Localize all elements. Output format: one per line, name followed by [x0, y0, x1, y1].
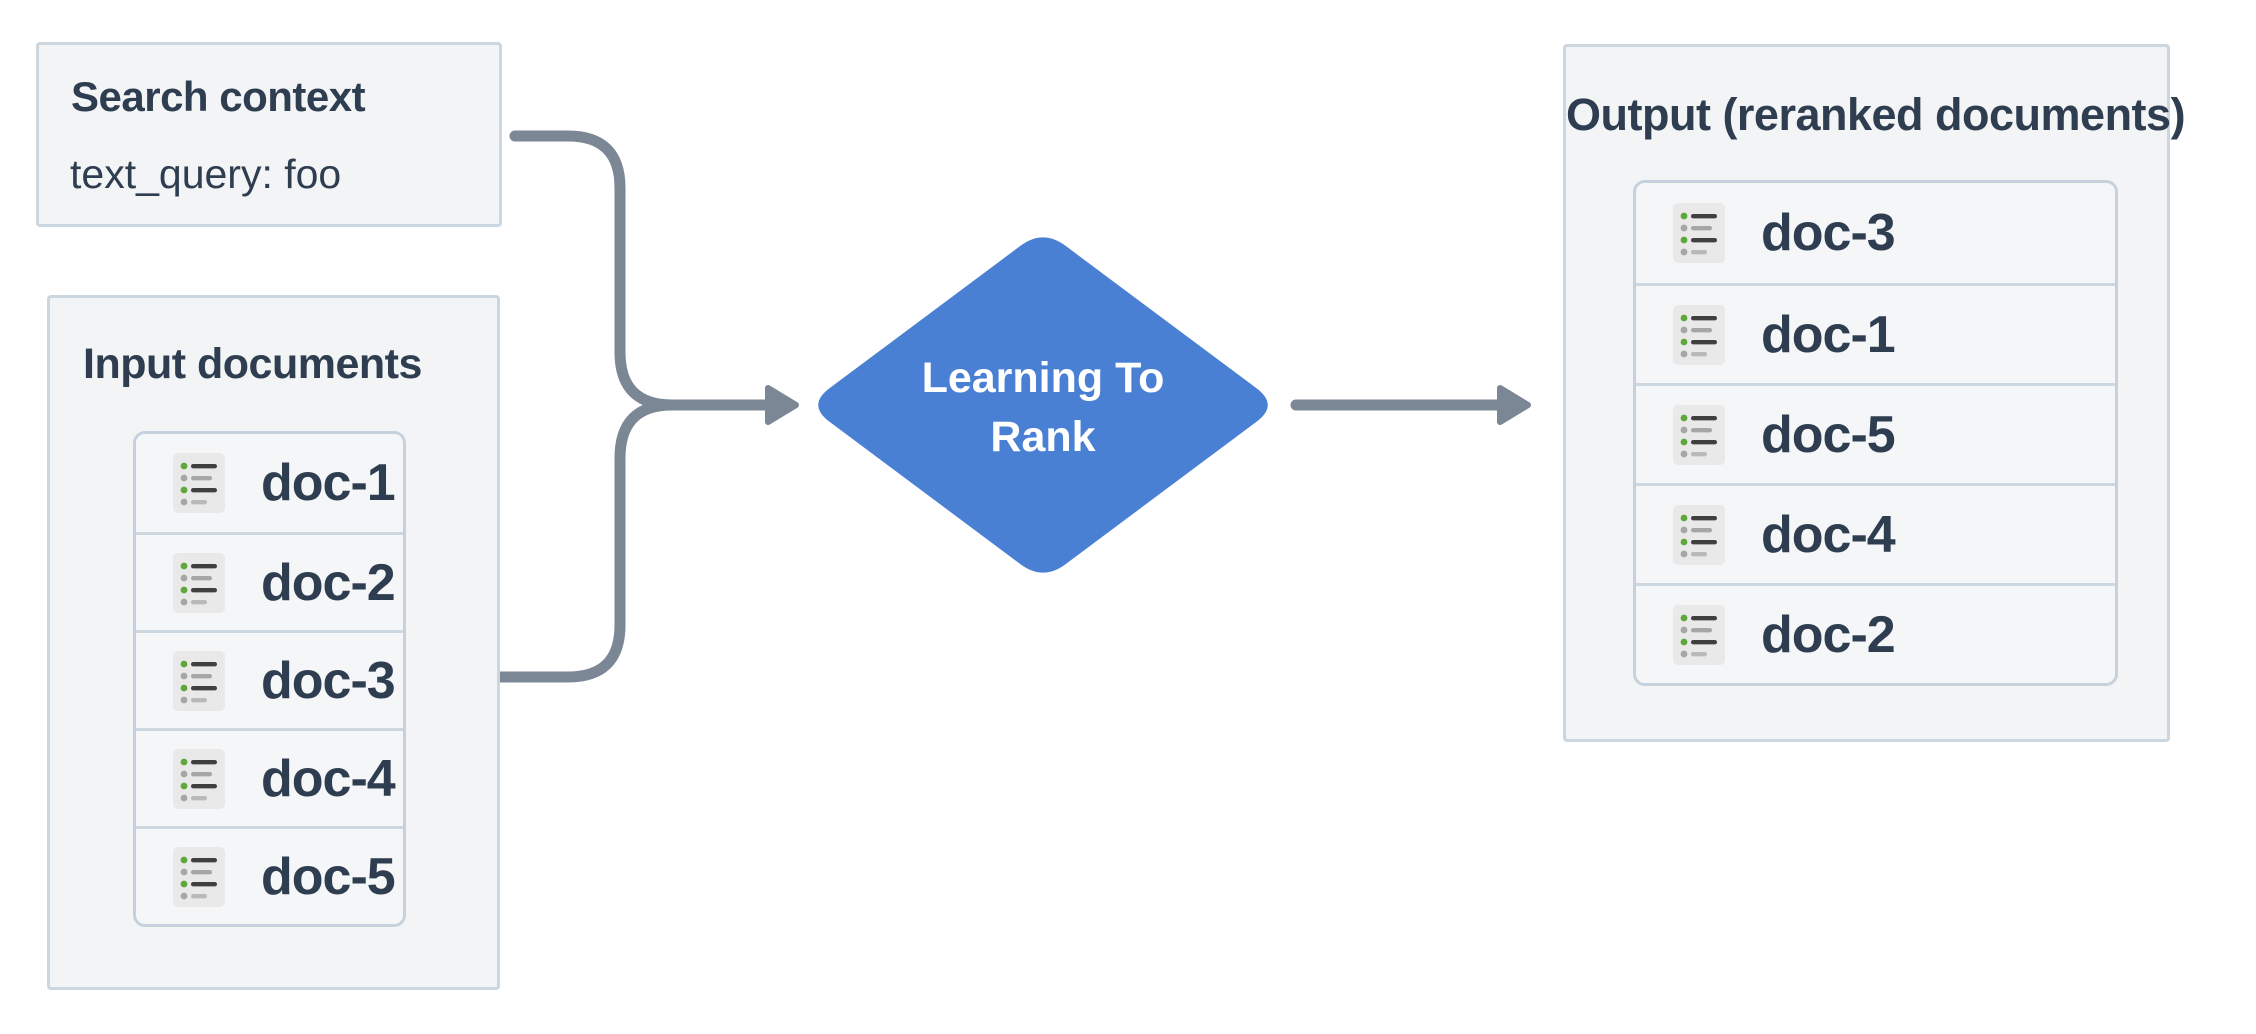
document-row: doc-3: [136, 630, 403, 728]
document-list-icon: [173, 453, 225, 513]
document-row: doc-5: [1636, 383, 2115, 483]
output-documents-box: Output (reranked documents): [1563, 44, 2186, 742]
output-documents-list: doc-3 doc-1: [1633, 180, 2118, 686]
input-documents-title: Input documents: [83, 340, 422, 388]
search-query-text: text_query: foo: [70, 151, 342, 197]
document-label: doc-1: [261, 454, 396, 512]
document-list-icon: [1673, 304, 1725, 365]
search-context-title: Search context: [71, 73, 366, 120]
document-list-icon: [173, 552, 225, 613]
document-label: doc-5: [1761, 405, 1896, 464]
document-row: doc-3: [1636, 183, 2115, 283]
arrowhead-to-ranker: [765, 385, 799, 425]
document-row: doc-2: [1636, 583, 2115, 683]
document-row: doc-4: [136, 728, 403, 826]
document-list-icon: [173, 650, 225, 711]
connector-input-branch: [494, 399, 772, 683]
arrowhead-to-output: [1497, 385, 1531, 425]
connector-search-branch: [509, 130, 772, 411]
document-list-icon: [173, 846, 225, 907]
document-row: doc-2: [136, 532, 403, 630]
document-list-icon: [173, 748, 225, 809]
document-label: doc-3: [261, 651, 396, 710]
document-label: doc-4: [261, 749, 396, 808]
document-list-icon: [1673, 604, 1725, 665]
document-row: doc-1: [1636, 283, 2115, 383]
document-label: doc-2: [261, 553, 396, 612]
input-documents-list: doc-1 doc-2: [133, 431, 406, 927]
document-list-icon: [1673, 203, 1725, 263]
document-list-icon: [1673, 504, 1725, 565]
ranker-diamond: [818, 237, 1268, 573]
ranker-label-line2: Rank: [990, 413, 1095, 461]
document-row: doc-5: [136, 826, 403, 924]
document-row: doc-1: [136, 434, 403, 532]
search-context-box: Search context text_query: foo: [36, 42, 502, 227]
document-label: doc-4: [1761, 505, 1896, 564]
ranker-label-line1: Learning To: [922, 354, 1165, 402]
document-row: doc-4: [1636, 483, 2115, 583]
output-documents-title: Output (reranked documents): [1566, 89, 2186, 140]
document-label: doc-1: [1761, 305, 1896, 364]
document-list-icon: [1673, 404, 1725, 465]
document-label: doc-5: [261, 847, 396, 906]
input-documents-box: Input documents doc-1: [47, 295, 500, 990]
document-label: doc-3: [1761, 204, 1896, 262]
document-label: doc-2: [1761, 605, 1896, 664]
